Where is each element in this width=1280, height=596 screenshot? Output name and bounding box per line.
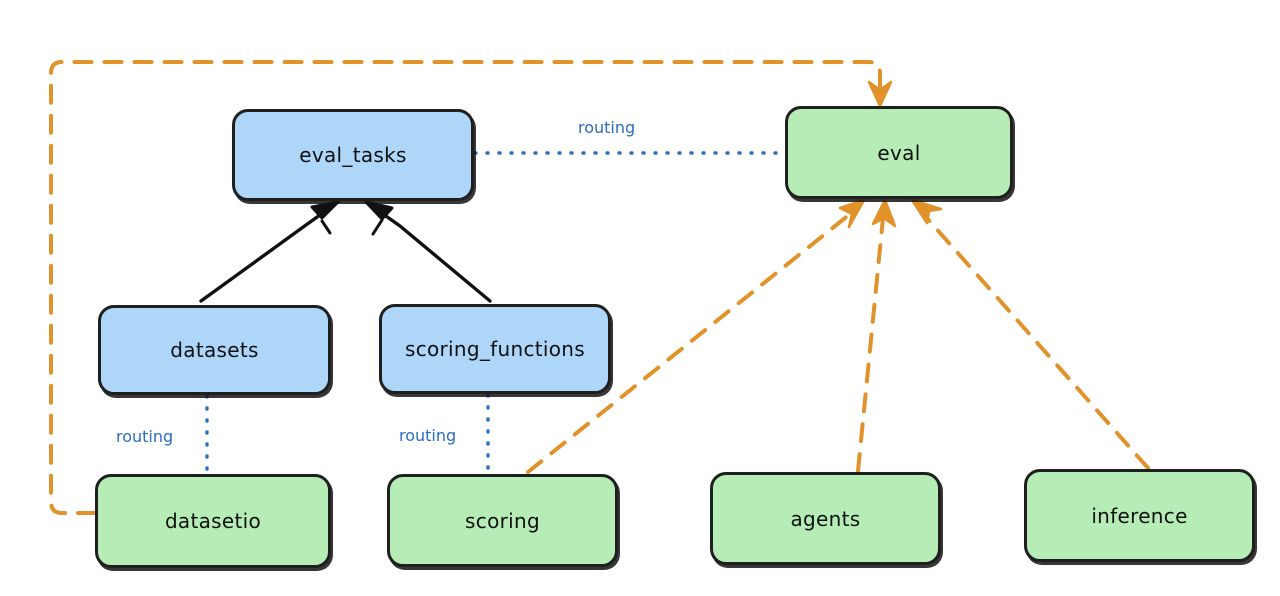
edge-label-routing-eval-tasks-eval: routing <box>578 118 636 137</box>
node-eval-tasks[interactable]: eval_tasks <box>232 109 474 201</box>
node-scoring[interactable]: scoring <box>387 474 618 567</box>
node-scoring-functions-label: scoring_functions <box>404 337 586 361</box>
edge-scoring-functions-to-eval-tasks <box>364 200 492 303</box>
node-datasets[interactable]: datasets <box>98 305 331 395</box>
edge-datasets-to-eval-tasks <box>199 200 340 303</box>
node-eval[interactable]: eval <box>785 106 1013 199</box>
node-datasets-label: datasets <box>170 338 259 362</box>
node-eval-label: eval <box>877 140 921 165</box>
node-eval-tasks-label: eval_tasks <box>299 143 407 167</box>
node-scoring-functions[interactable]: scoring_functions <box>379 304 611 394</box>
edge-agents-to-eval <box>856 198 897 473</box>
edge-label-routing-scoring-functions-scoring: routing <box>399 426 457 445</box>
node-scoring-label: scoring <box>465 508 540 533</box>
edge-datasetio-to-eval <box>49 60 893 515</box>
node-datasetio[interactable]: datasetio <box>95 474 331 568</box>
node-agents-label: agents <box>790 506 861 531</box>
node-agents[interactable]: agents <box>710 472 941 565</box>
edge-inference-to-eval <box>910 198 1150 470</box>
node-inference-label: inference <box>1091 503 1188 528</box>
node-datasetio-label: datasetio <box>164 509 262 533</box>
node-inference[interactable]: inference <box>1024 469 1255 562</box>
edge-label-routing-datasets-datasetio: routing <box>116 427 174 446</box>
edge-scoring-to-eval <box>526 198 866 474</box>
